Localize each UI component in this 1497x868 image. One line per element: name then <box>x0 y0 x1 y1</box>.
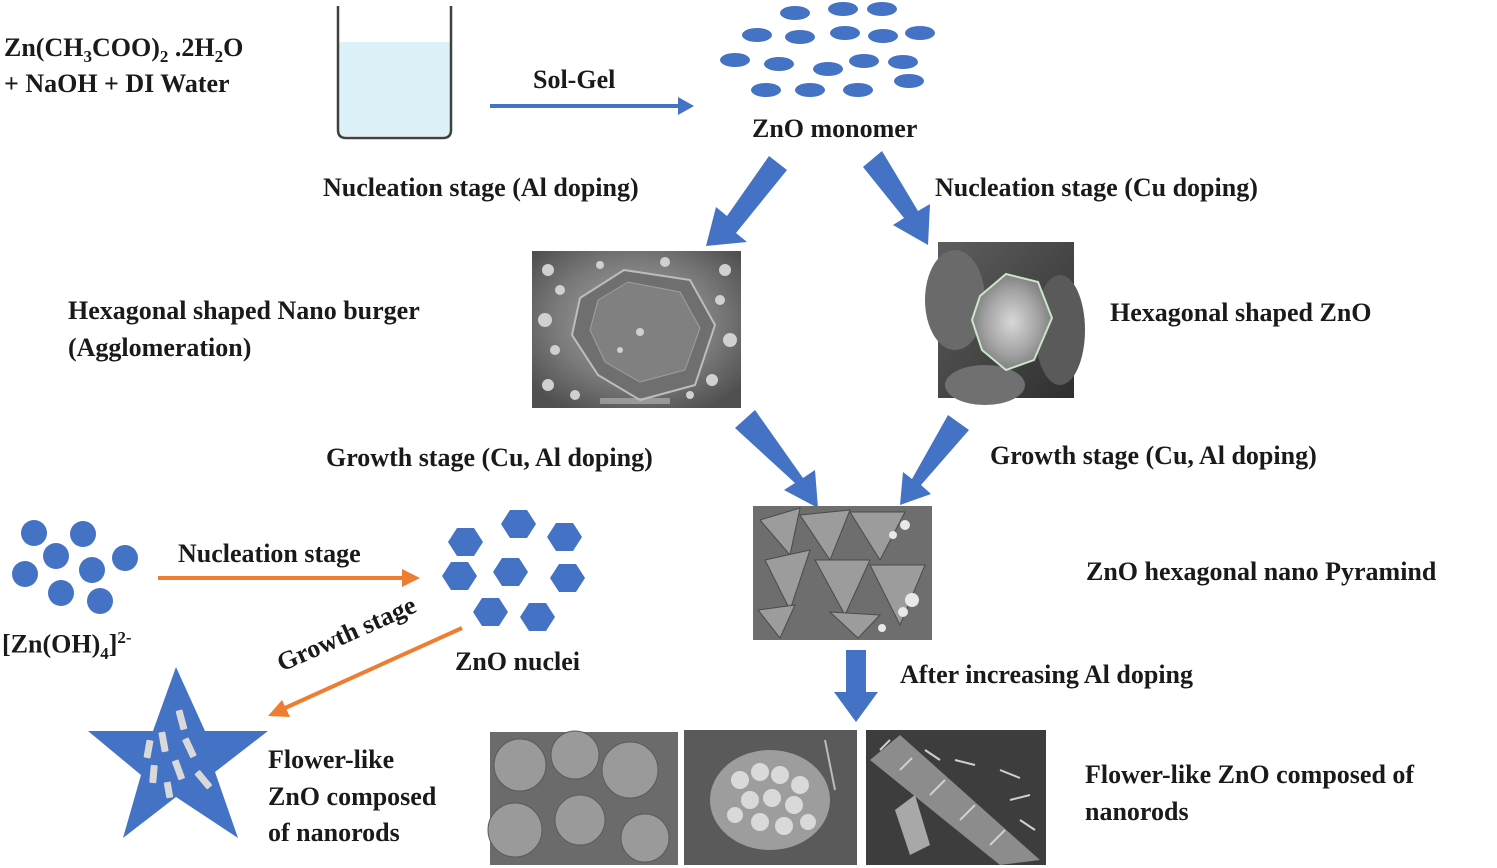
arrow-burger-to-pyramid <box>735 410 818 508</box>
sol-gel-label: Sol-Gel <box>533 65 616 94</box>
sem-hexagonal-zno-image <box>925 242 1085 405</box>
hexagonal-zno-label: Hexagonal shaped ZnO <box>1110 298 1372 327</box>
zno-nuclei-label: ZnO nuclei <box>455 647 580 676</box>
arrow-monomer-to-burger <box>706 156 787 246</box>
nucleation-stage-arrow <box>158 569 420 587</box>
zno-nuclei-icon <box>442 510 585 631</box>
flower-left-line1: Flower-like <box>268 745 395 774</box>
flower-left-line2: ZnO composed <box>268 782 437 811</box>
beaker-icon <box>336 6 453 140</box>
zno-monomer-label: ZnO monomer <box>752 114 918 143</box>
sem-flower-image-2 <box>684 730 857 865</box>
zn-oh4-label: [Zn(OH)4]2- <box>2 628 132 663</box>
pyramid-label: ZnO hexagonal nano Pyramind <box>1086 557 1437 586</box>
sem-nano-burger-image <box>532 251 741 408</box>
nucleation-cu-label: Nucleation stage (Cu doping) <box>935 173 1258 202</box>
flower-right-line2: nanorods <box>1085 797 1189 826</box>
nano-burger-label: Hexagonal shaped Nano burger <box>68 296 420 325</box>
flower-right-line1: Flower-like ZnO composed of <box>1085 760 1415 789</box>
sem-flower-image-3 <box>866 730 1046 865</box>
arrow-pyramid-to-flowers <box>834 650 878 722</box>
after-al-label: After increasing Al doping <box>900 660 1194 689</box>
sem-pyramid-image <box>753 506 932 640</box>
nucleation-al-label: Nucleation stage (Al doping) <box>323 173 639 202</box>
precursor-reagents: + NaOH + DI Water <box>4 69 230 98</box>
zn-oh4-cluster-icon <box>12 520 138 614</box>
agglomeration-label: (Agglomeration) <box>68 333 252 362</box>
growth-stage-arrow <box>268 626 463 717</box>
zno-monomer-icon <box>720 2 935 97</box>
growth-left-label: Growth stage (Cu, Al doping) <box>326 443 653 472</box>
sol-gel-arrow <box>490 97 694 115</box>
arrow-hexagon-to-pyramid <box>900 415 969 505</box>
flower-star-icon <box>88 667 268 838</box>
growth-right-label: Growth stage (Cu, Al doping) <box>990 441 1317 470</box>
flower-left-line3: of nanorods <box>268 818 400 847</box>
sem-flower-image-1 <box>487 730 678 865</box>
precursor-formula: Zn(CH3COO)2 .2H2O <box>4 33 244 67</box>
beaker-liquid <box>339 42 450 136</box>
nucleation-stage-label: Nucleation stage <box>178 539 361 568</box>
arrow-monomer-to-hexagon <box>863 151 930 245</box>
beaker-outline <box>336 6 453 140</box>
